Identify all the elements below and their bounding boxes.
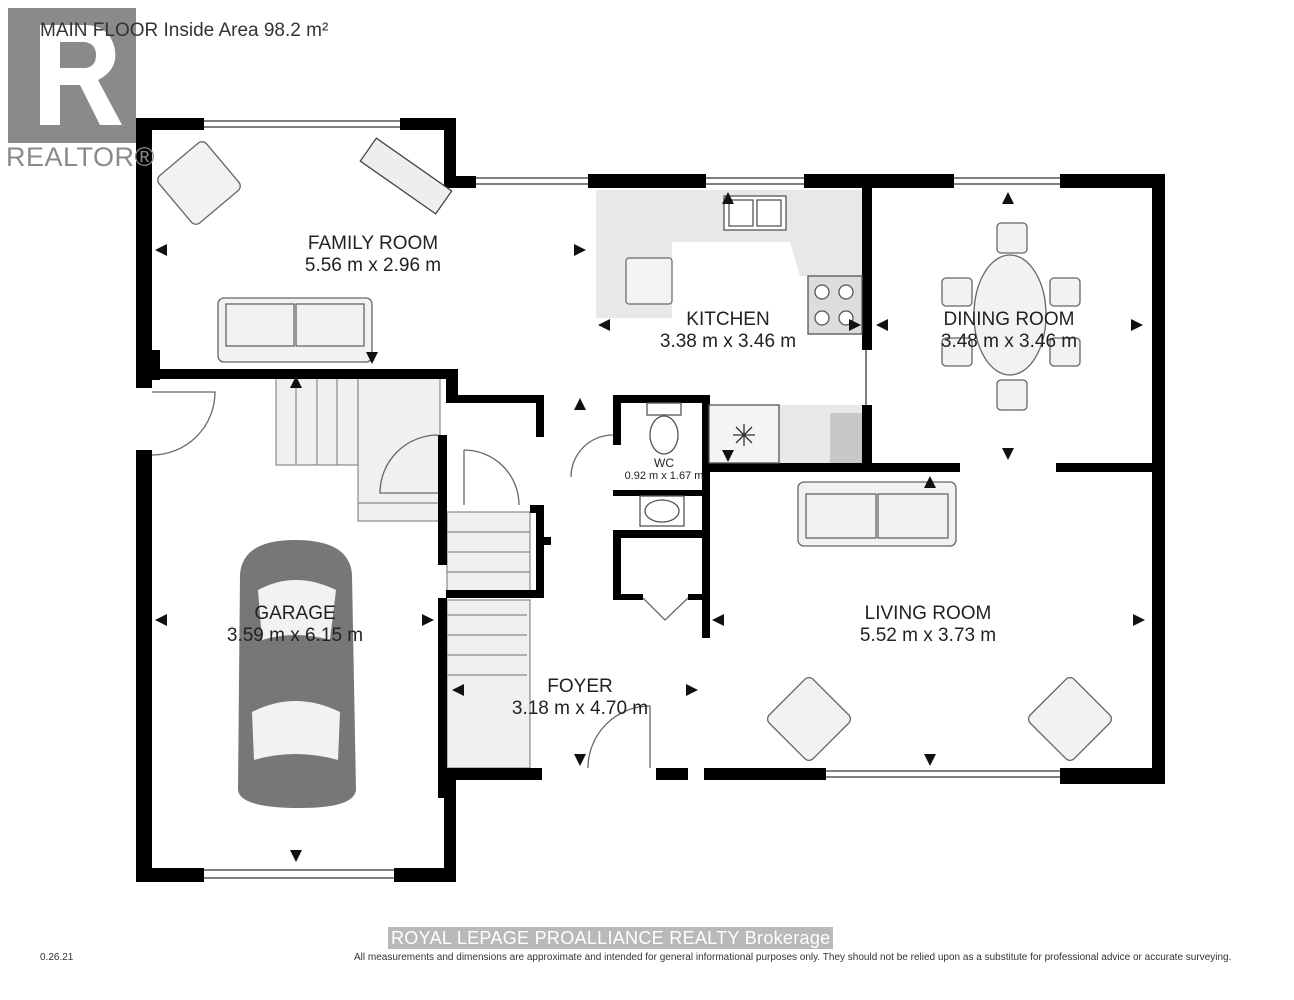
- living-room-sofa-icon: [797, 481, 957, 547]
- stove-icon: [807, 275, 863, 335]
- brokerage-watermark: ROYAL LEPAGE PROALLIANCE REALTY Brokerag…: [388, 927, 834, 949]
- toilet-icon: [646, 402, 682, 455]
- living-room-armchair-icon: [766, 676, 1113, 762]
- wc-name: WC: [654, 456, 674, 470]
- wc-dims: 0.92 m x 1.67 m: [624, 470, 704, 482]
- walls: [136, 118, 1165, 882]
- foyer-name: FOYER: [547, 676, 613, 697]
- realtor-logo-text: REALTOR®: [6, 142, 155, 172]
- kitchen-dims: 3.38 m x 3.46 m: [659, 331, 797, 352]
- doors: [151, 391, 689, 769]
- family-room-dims: 5.56 m x 2.96 m: [304, 255, 442, 276]
- dining-table-icon: [941, 222, 1081, 411]
- garage-name: GARAGE: [254, 603, 336, 624]
- kitchen-sink-icon: [723, 195, 787, 231]
- family-room-name: FAMILY ROOM: [307, 233, 439, 254]
- island-stool-icon: [625, 257, 673, 305]
- garage-dims: 3.59 m x 6.15 m: [226, 625, 364, 646]
- wc-sink-icon: [639, 495, 685, 527]
- living-room-dims: 5.52 m x 3.73 m: [859, 625, 997, 646]
- dining-room-name: DINING ROOM: [943, 309, 1075, 330]
- family-room-piano-icon: [359, 137, 453, 215]
- foyer-dims: 3.18 m x 4.70 m: [511, 698, 649, 719]
- staircase: [275, 377, 531, 769]
- dimension-arrows: [155, 192, 1145, 862]
- kitchen-name: KITCHEN: [686, 309, 770, 330]
- plan-code: 0.26.21: [40, 952, 74, 963]
- car-icon: [238, 540, 356, 808]
- dining-room-dims: 3.48 m x 3.46 m: [940, 331, 1078, 352]
- family-room-armchair-icon: [157, 141, 241, 225]
- windows: [204, 120, 1060, 879]
- disclaimer-text: All measurements and dimensions are appr…: [354, 952, 1232, 963]
- family-room-sofa-icon: [217, 297, 373, 363]
- living-room-name: LIVING ROOM: [864, 603, 992, 624]
- floor-title: MAIN FLOOR Inside Area 98.2 m²: [40, 20, 329, 41]
- realtor-logo-icon: [8, 8, 136, 143]
- freezer-icon: [708, 404, 780, 464]
